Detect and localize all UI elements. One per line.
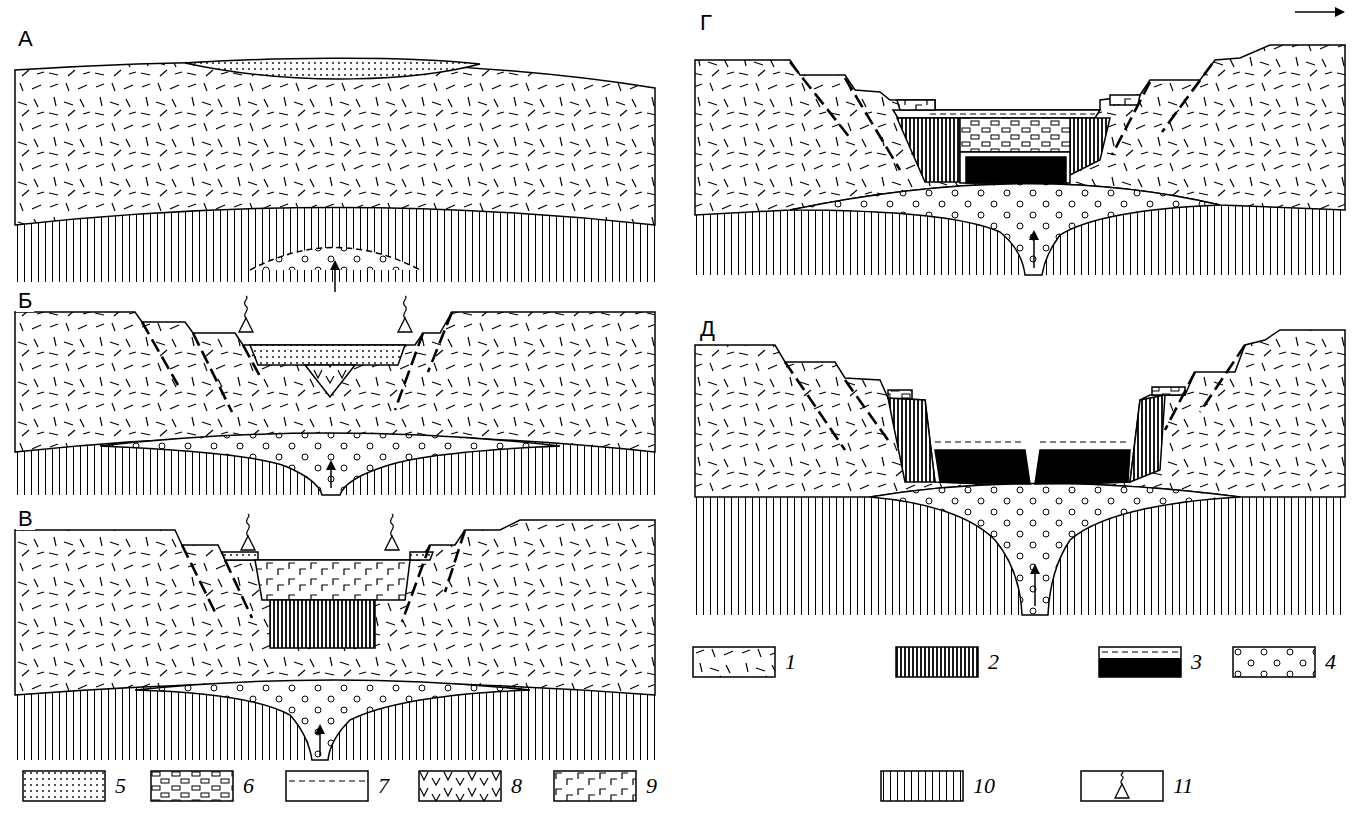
legend-swatch [285,770,369,802]
legend-entry: 1 [692,646,796,678]
legend-swatch [1232,646,1316,678]
legend-swatch [895,646,979,678]
legend-swatch [22,770,106,802]
legend-entry: 9 [553,770,657,802]
legend-number: 2 [988,651,999,673]
legend-entry: 10 [880,770,995,802]
panel-letter: Б [16,290,34,312]
legend-number: 7 [378,775,389,797]
legend-number: 3 [1191,651,1202,673]
legend-number: 8 [511,775,522,797]
legend-entry: 11 [1080,770,1193,802]
legend-swatch [150,770,234,802]
panel-letter: А [16,28,35,50]
legend-number: 10 [973,775,995,797]
legend-entry: 7 [285,770,389,802]
panel-letter: В [16,508,35,530]
legend-entry: 2 [895,646,999,678]
legend-entry: 3 [1098,646,1202,678]
legend-entry: 4 [1232,646,1336,678]
legend-number: 9 [646,775,657,797]
legend-swatch [880,770,964,802]
legend-entry: 6 [150,770,254,802]
legend-number: 5 [115,775,126,797]
legend-entry: 5 [22,770,126,802]
legend-number: 1 [785,651,796,673]
legend-swatch [1080,770,1164,802]
panel-letter: Д [698,318,717,340]
legend-swatch [1098,646,1182,678]
legend-swatch [553,770,637,802]
legend-swatch [418,770,502,802]
legend-number: 11 [1173,775,1193,797]
legend-number: 6 [243,775,254,797]
panel-letter: Г [698,12,714,34]
legend-entry: 8 [418,770,522,802]
legend-swatch [692,646,776,678]
legend-number: 4 [1325,651,1336,673]
